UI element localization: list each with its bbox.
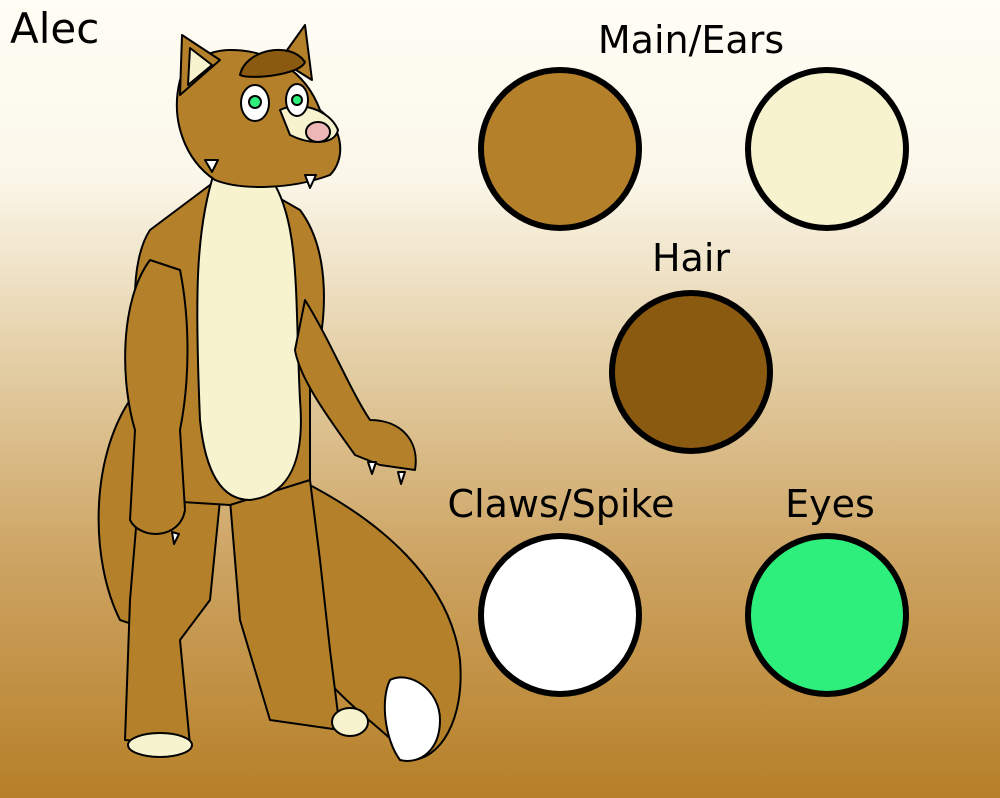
color-swatch-claws xyxy=(478,533,642,697)
right-arm xyxy=(294,299,417,471)
hair xyxy=(239,48,306,78)
left-leg xyxy=(124,479,221,746)
color-swatch-eyes xyxy=(745,533,909,697)
left-arm xyxy=(124,259,189,535)
tail-tip xyxy=(383,676,441,762)
palette-label-hair: Hair xyxy=(651,236,731,280)
color-swatch-main xyxy=(478,67,642,231)
right-leg xyxy=(229,479,341,731)
color-swatch-ears xyxy=(745,67,909,231)
palette-label-claws-spike: Claws/Spike xyxy=(447,482,675,526)
chest xyxy=(196,169,302,501)
eye xyxy=(248,95,262,109)
character-name: Alec xyxy=(10,4,100,53)
palette-label-main-ears: Main/Ears xyxy=(597,18,785,62)
palette-label-eyes: Eyes xyxy=(785,482,875,526)
nose xyxy=(305,121,331,143)
color-swatch-hair xyxy=(609,290,773,454)
